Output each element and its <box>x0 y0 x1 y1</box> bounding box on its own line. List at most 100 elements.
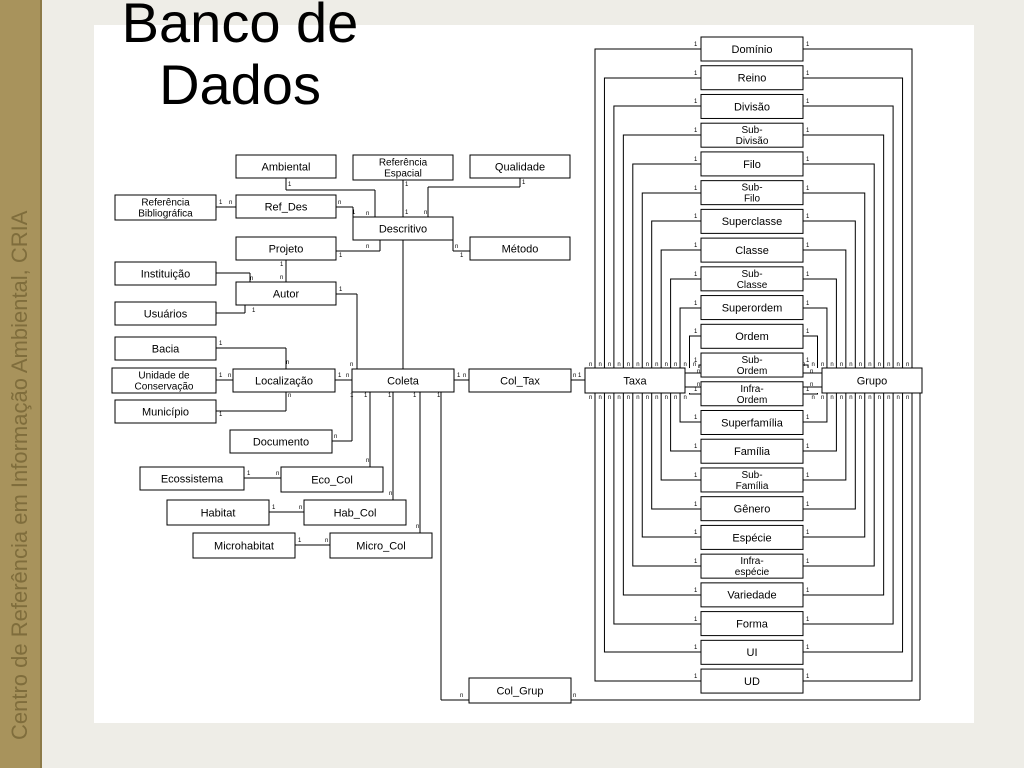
svg-text:n: n <box>849 362 852 368</box>
svg-text:1: 1 <box>806 329 810 335</box>
entity-localizacao: Localização <box>232 368 336 393</box>
entity-descritivo: Descritivo <box>352 216 454 241</box>
svg-text:Descritivo: Descritivo <box>379 223 427 235</box>
svg-text:n: n <box>598 362 601 368</box>
svg-text:n: n <box>627 362 630 368</box>
entity-instituicao: Instituição <box>114 261 217 286</box>
svg-text:1: 1 <box>806 588 810 594</box>
svg-text:Projeto: Projeto <box>269 243 304 255</box>
svg-text:n: n <box>821 395 824 401</box>
rank-genero: Gênero <box>700 496 804 522</box>
svg-text:1: 1 <box>339 253 343 259</box>
svg-text:n: n <box>674 395 677 401</box>
svg-text:n: n <box>346 373 349 379</box>
svg-text:Col_Tax: Col_Tax <box>500 375 540 387</box>
svg-text:n: n <box>802 362 805 368</box>
entity-taxa: Taxa <box>584 367 686 394</box>
slide-title-line-1: Banco de <box>121 0 359 54</box>
svg-text:1: 1 <box>298 538 302 544</box>
svg-text:1: 1 <box>806 99 810 105</box>
svg-text:n: n <box>573 373 576 379</box>
svg-text:1: 1 <box>806 473 810 479</box>
svg-text:Superordem: Superordem <box>722 302 783 314</box>
svg-text:n: n <box>830 362 833 368</box>
svg-text:Grupo: Grupo <box>857 375 888 387</box>
svg-text:n: n <box>868 362 871 368</box>
svg-text:1: 1 <box>694 71 698 77</box>
svg-text:Sub-: Sub- <box>741 183 762 194</box>
svg-text:n: n <box>350 362 353 368</box>
svg-text:1: 1 <box>806 358 810 364</box>
svg-text:n: n <box>299 505 302 511</box>
svg-text:Reino: Reino <box>738 73 767 85</box>
svg-text:n: n <box>878 362 881 368</box>
svg-text:n: n <box>589 362 592 368</box>
svg-text:1: 1 <box>437 393 441 399</box>
svg-text:1: 1 <box>694 674 698 680</box>
svg-text:n: n <box>665 395 668 401</box>
svg-text:n: n <box>849 395 852 401</box>
svg-text:Infra-: Infra- <box>740 384 763 395</box>
svg-text:1: 1 <box>806 157 810 163</box>
rank-sub-classe: Sub-Classe <box>700 266 804 292</box>
svg-text:n: n <box>276 471 279 477</box>
svg-text:1: 1 <box>806 71 810 77</box>
svg-text:Referência: Referência <box>379 158 428 169</box>
svg-text:1: 1 <box>694 473 698 479</box>
svg-text:n: n <box>334 434 337 440</box>
svg-text:Ordem: Ordem <box>735 331 769 343</box>
svg-text:1: 1 <box>338 373 342 379</box>
svg-text:n: n <box>286 360 289 366</box>
svg-text:1: 1 <box>219 200 223 206</box>
svg-text:n: n <box>878 395 881 401</box>
rank-classe: Classe <box>700 237 804 263</box>
svg-text:Instituição: Instituição <box>141 268 191 280</box>
svg-text:Taxa: Taxa <box>623 375 647 387</box>
svg-text:1: 1 <box>219 373 223 379</box>
svg-text:n: n <box>617 395 620 401</box>
svg-text:1: 1 <box>272 505 276 511</box>
svg-text:n: n <box>693 362 696 368</box>
svg-text:1: 1 <box>280 262 284 268</box>
svg-text:1: 1 <box>806 128 810 134</box>
svg-text:n: n <box>684 395 687 401</box>
svg-text:Documento: Documento <box>253 436 309 448</box>
rank-ui: UI <box>700 639 804 665</box>
svg-text:1: 1 <box>352 210 356 216</box>
svg-text:n: n <box>697 382 700 388</box>
svg-text:Col_Grup: Col_Grup <box>496 685 543 697</box>
svg-text:1: 1 <box>694 559 698 565</box>
svg-text:n: n <box>366 211 369 217</box>
svg-text:1: 1 <box>806 645 810 651</box>
svg-text:n: n <box>598 395 601 401</box>
svg-text:n: n <box>830 395 833 401</box>
svg-text:Micro_Col: Micro_Col <box>356 540 406 552</box>
svg-text:Método: Método <box>502 243 539 255</box>
svg-text:1: 1 <box>219 341 223 347</box>
svg-text:n: n <box>906 395 909 401</box>
rank-ud: UD <box>700 668 804 694</box>
svg-text:n: n <box>887 395 890 401</box>
entity-ecossistema: Ecossistema <box>139 466 245 491</box>
svg-text:n: n <box>697 369 700 375</box>
rank-superordem: Superordem <box>700 295 804 321</box>
rank-reino: Reino <box>700 65 804 91</box>
svg-text:n: n <box>655 395 658 401</box>
svg-text:Ordem: Ordem <box>737 395 768 406</box>
svg-text:Coleta: Coleta <box>387 375 420 387</box>
entity-documento: Documento <box>229 429 333 454</box>
svg-text:1: 1 <box>694 444 698 450</box>
svg-text:1: 1 <box>806 186 810 192</box>
entity-coleta: Coleta <box>351 368 455 393</box>
svg-text:Qualidade: Qualidade <box>495 161 545 173</box>
svg-text:Forma: Forma <box>736 618 769 630</box>
svg-text:Superclasse: Superclasse <box>722 216 783 228</box>
entity-autor: Autor <box>235 281 337 306</box>
svg-text:Usuários: Usuários <box>144 308 188 320</box>
svg-text:n: n <box>636 395 639 401</box>
svg-text:n: n <box>463 373 466 379</box>
svg-text:Habitat: Habitat <box>201 507 236 519</box>
svg-text:n: n <box>416 524 419 530</box>
svg-text:n: n <box>840 362 843 368</box>
